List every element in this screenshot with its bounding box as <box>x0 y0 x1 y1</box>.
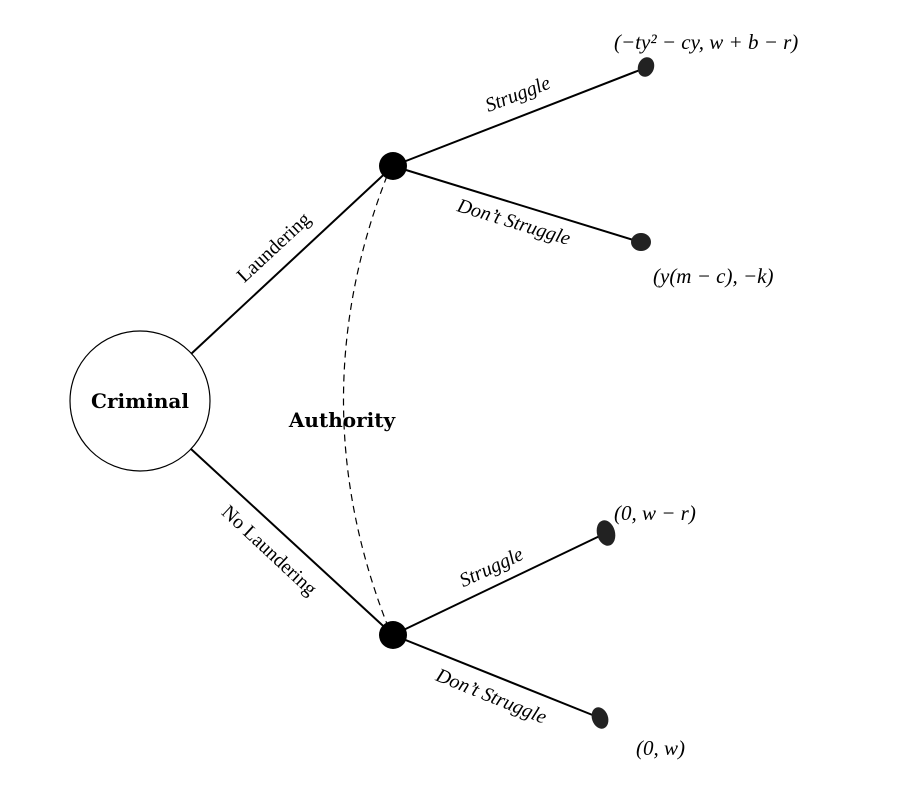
criminal-label: Criminal <box>91 389 189 413</box>
no-laundering-label: No Laundering <box>217 501 321 600</box>
information-set-dashed-curve <box>342 175 388 625</box>
authority-node-bottom <box>379 621 407 649</box>
no-laundering-branch <box>190 448 394 636</box>
bottom-struggle-label: Struggle <box>456 543 527 592</box>
terminal-node-bottom-struggle <box>596 520 616 546</box>
criminal-node <box>69 330 211 472</box>
payoff-top-dont-struggle: (y(m − c), −k) <box>653 264 773 288</box>
payoff-bottom-dont-struggle: (0, w) <box>636 736 685 760</box>
terminal-node-bottom-dont-struggle <box>591 707 609 729</box>
payoff-bottom-struggle: (0, w − r) <box>614 501 696 525</box>
terminal-node-top-struggle <box>637 57 655 77</box>
laundering-label: Laundering <box>233 208 315 287</box>
top-struggle-branch <box>392 67 646 167</box>
authority-node-top <box>379 152 407 180</box>
bottom-struggle-branch <box>392 532 607 636</box>
top-dont-struggle-branch <box>392 165 641 243</box>
terminal-node-top-dont-struggle <box>631 233 651 251</box>
authority-label: Authority <box>288 408 397 432</box>
top-struggle-label: Struggle <box>482 72 553 117</box>
payoff-top-struggle: (−ty² − cy, w + b − r) <box>614 30 798 54</box>
bottom-dont-struggle-branch <box>392 634 601 719</box>
laundering-branch <box>190 165 394 355</box>
